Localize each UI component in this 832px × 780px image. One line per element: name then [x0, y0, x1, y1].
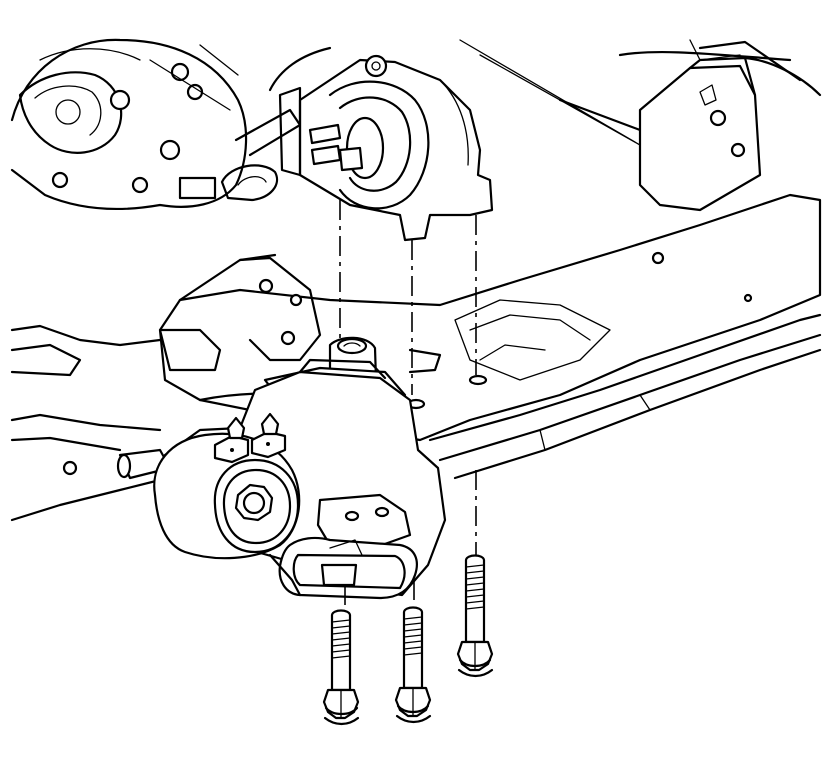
frame-bracket-right [638, 56, 822, 212]
transaxle-case [10, 38, 332, 210]
mount-bolt-right [456, 554, 494, 678]
mount-bolt-left [322, 609, 360, 726]
bolt-alignment-lines [339, 200, 477, 608]
transmission-mount-lower [153, 358, 447, 600]
mount-bolt-center [394, 606, 432, 724]
transmission-mount-upper [278, 54, 494, 242]
